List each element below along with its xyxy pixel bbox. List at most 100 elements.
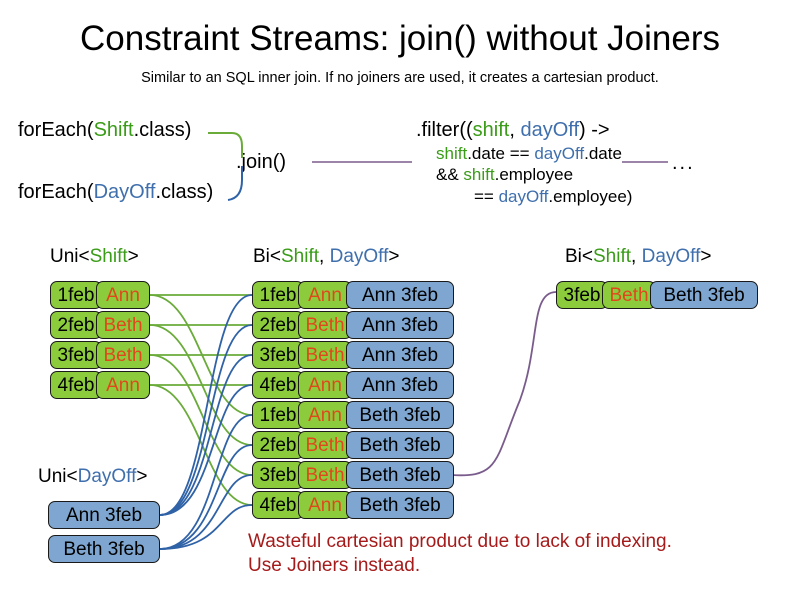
shift-date-cell: 3feb bbox=[556, 281, 608, 309]
page-subtitle: Similar to an SQL inner join. If no join… bbox=[141, 70, 659, 86]
for-each-shift-suffix: .class) bbox=[133, 119, 192, 141]
filter-prefix: .filter(( bbox=[416, 119, 473, 141]
bi-middle-row-6[interactable]: 3feb Beth Beth 3feb bbox=[252, 461, 454, 489]
for-each-dayoff-code: forEach(DayOff.class) bbox=[18, 180, 213, 204]
bi-right-type1: Shift bbox=[593, 246, 632, 267]
bi-middle-row-5[interactable]: 2feb Beth Beth 3feb bbox=[252, 431, 454, 459]
warning-text: Wasteful cartesian product due to lack o… bbox=[248, 531, 672, 576]
bi-middle-header: Bi<Shift, DayOff> bbox=[253, 246, 399, 268]
bi-middle-row-0[interactable]: 1feb Ann Ann 3feb bbox=[252, 281, 454, 309]
shift-date-cell: 1feb bbox=[50, 281, 102, 309]
filter-code-line-1: .filter((shift, dayOff) -> bbox=[416, 118, 610, 142]
dayoff-cell: Beth 3feb bbox=[346, 431, 454, 459]
shift-date-cell: 4feb bbox=[252, 491, 304, 519]
filter-l3-shift: shift bbox=[463, 165, 495, 184]
filter-l2-date-eq: .date == bbox=[467, 144, 535, 163]
uni-shift-row-1[interactable]: 2feb Beth bbox=[50, 311, 150, 339]
bi-middle-row-3[interactable]: 4feb Ann Ann 3feb bbox=[252, 371, 454, 399]
shift-employee-cell: Beth bbox=[298, 341, 352, 369]
filter-l4-employee: .employee) bbox=[548, 187, 633, 206]
shift-employee-cell: Ann bbox=[96, 281, 150, 309]
dayoff-cell: Ann 3feb bbox=[346, 341, 454, 369]
dayoff-cell: Ann 3feb bbox=[346, 371, 454, 399]
page-title: Constraint Streams: join() without Joine… bbox=[80, 19, 720, 58]
bi-middle-row-7[interactable]: 4feb Ann Beth 3feb bbox=[252, 491, 454, 519]
shift-employee-cell: Ann bbox=[96, 371, 150, 399]
filter-lambda-arrow: ) -> bbox=[579, 119, 610, 141]
dayoff-cell: Ann 3feb bbox=[346, 281, 454, 309]
bi-middle-row-4[interactable]: 1feb Ann Beth 3feb bbox=[252, 401, 454, 429]
bi-middle-type1: Shift bbox=[281, 246, 320, 267]
uni-dayoff-header: Uni<DayOff> bbox=[38, 466, 148, 488]
shift-date-cell: 3feb bbox=[252, 461, 304, 489]
bi-middle-row-2[interactable]: 3feb Beth Ann 3feb bbox=[252, 341, 454, 369]
filter-code-line-2: shift.date == dayOff.date bbox=[436, 143, 622, 164]
shift-date-cell: 2feb bbox=[252, 311, 304, 339]
shift-date-cell: 1feb bbox=[252, 281, 304, 309]
uni-dayoff-type: DayOff bbox=[77, 466, 137, 487]
filter-l2-shift: shift bbox=[436, 144, 468, 163]
uni-shift-suffix: > bbox=[127, 246, 139, 267]
shift-employee-cell: Beth bbox=[96, 341, 150, 369]
shift-date-cell: 2feb bbox=[252, 431, 304, 459]
bi-middle-row-1[interactable]: 2feb Beth Ann 3feb bbox=[252, 311, 454, 339]
filter-l2-dayoff: dayOff bbox=[534, 144, 585, 163]
dayoff-cell: Beth 3feb bbox=[48, 535, 160, 563]
filter-param-sep: , bbox=[509, 119, 521, 141]
shift-employee-cell: Ann bbox=[298, 491, 352, 519]
uni-shift-type: Shift bbox=[89, 246, 128, 267]
shift-employee-cell: Beth bbox=[298, 431, 352, 459]
shift-employee-cell: Ann bbox=[298, 401, 352, 429]
bi-middle-prefix: Bi< bbox=[253, 246, 281, 267]
filter-l3-employee: .employee bbox=[494, 165, 574, 184]
uni-dayoff-prefix: Uni< bbox=[38, 466, 78, 487]
dayoff-cell: Ann 3feb bbox=[48, 501, 160, 529]
uni-shift-row-2[interactable]: 3feb Beth bbox=[50, 341, 150, 369]
bi-middle-sep: , bbox=[319, 246, 330, 267]
bi-right-row-0[interactable]: 3feb Beth Beth 3feb bbox=[556, 281, 758, 309]
shift-date-cell: 2feb bbox=[50, 311, 102, 339]
ellipsis-label: ... bbox=[672, 152, 695, 174]
shift-employee-cell: Ann bbox=[298, 371, 352, 399]
shift-employee-cell: Beth bbox=[602, 281, 656, 309]
dayoff-cell: Beth 3feb bbox=[650, 281, 758, 309]
uni-dayoff-row-1[interactable]: Beth 3feb bbox=[48, 535, 160, 563]
for-each-dayoff-type: DayOff bbox=[93, 181, 156, 203]
shift-date-cell: 3feb bbox=[252, 341, 304, 369]
bi-right-type2: DayOff bbox=[641, 246, 701, 267]
bi-right-prefix: Bi< bbox=[565, 246, 593, 267]
dayoff-cell: Beth 3feb bbox=[346, 401, 454, 429]
shift-date-cell: 4feb bbox=[50, 371, 102, 399]
shift-employee-cell: Beth bbox=[298, 461, 352, 489]
uni-shift-header: Uni<Shift> bbox=[50, 246, 139, 268]
filter-code-line-3: && shift.employee bbox=[436, 164, 573, 185]
filter-param-dayoff: dayOff bbox=[520, 119, 580, 141]
shift-date-cell: 1feb bbox=[252, 401, 304, 429]
filter-l2-date: .date bbox=[584, 144, 622, 163]
bi-right-header: Bi<Shift, DayOff> bbox=[565, 246, 711, 268]
filter-l4-eq: == bbox=[474, 187, 499, 206]
join-label: .join() bbox=[236, 151, 287, 173]
shift-date-cell: 3feb bbox=[50, 341, 102, 369]
dayoff-cell: Ann 3feb bbox=[346, 311, 454, 339]
uni-dayoff-row-0[interactable]: Ann 3feb bbox=[48, 501, 160, 529]
filter-l3-and: && bbox=[436, 165, 464, 184]
shift-date-cell: 4feb bbox=[252, 371, 304, 399]
uni-shift-row-0[interactable]: 1feb Ann bbox=[50, 281, 150, 309]
bi-middle-suffix: > bbox=[388, 246, 400, 267]
uni-dayoff-suffix: > bbox=[136, 466, 148, 487]
for-each-shift-prefix: forEach( bbox=[18, 119, 94, 141]
for-each-dayoff-prefix: forEach( bbox=[18, 181, 94, 203]
bi-right-sep: , bbox=[631, 246, 642, 267]
for-each-shift-type: Shift bbox=[93, 119, 134, 141]
dayoff-cell: Beth 3feb bbox=[346, 491, 454, 519]
for-each-shift-code: forEach(Shift.class) bbox=[18, 118, 191, 142]
filter-param-shift: shift bbox=[472, 119, 510, 141]
bi-right-suffix: > bbox=[700, 246, 712, 267]
shift-employee-cell: Beth bbox=[298, 311, 352, 339]
bi-middle-type2: DayOff bbox=[329, 246, 389, 267]
for-each-dayoff-suffix: .class) bbox=[155, 181, 214, 203]
uni-shift-row-3[interactable]: 4feb Ann bbox=[50, 371, 150, 399]
filter-l4-dayoff: dayOff bbox=[498, 187, 549, 206]
